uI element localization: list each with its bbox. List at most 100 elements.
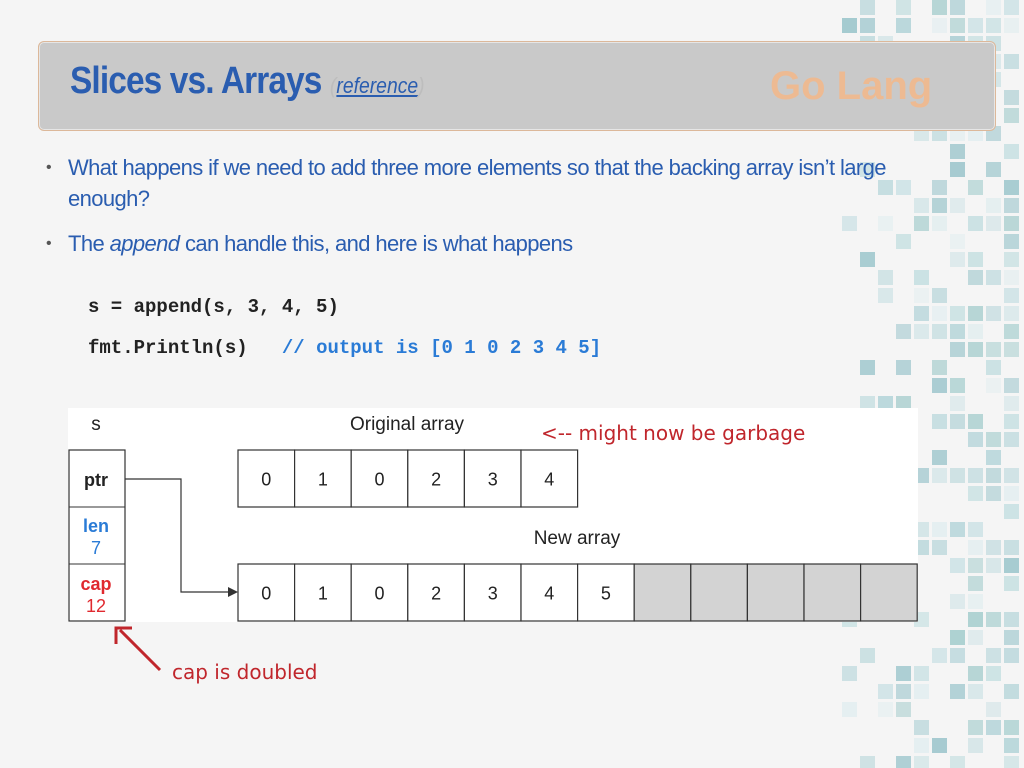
mosaic-tile bbox=[878, 180, 893, 195]
mosaic-tile bbox=[1004, 576, 1019, 591]
mosaic-tile bbox=[932, 288, 947, 303]
title-band bbox=[38, 41, 996, 131]
bullet-prefix: The bbox=[68, 231, 110, 256]
mosaic-tile bbox=[950, 252, 965, 267]
mosaic-tile bbox=[950, 684, 965, 699]
mosaic-tile bbox=[842, 216, 857, 231]
mosaic-tile bbox=[968, 486, 983, 501]
mosaic-tile bbox=[1004, 0, 1019, 15]
new-array-value: 4 bbox=[544, 584, 554, 604]
mosaic-tile bbox=[914, 720, 929, 735]
mosaic-tile bbox=[1004, 396, 1019, 411]
new-array-cell bbox=[577, 563, 635, 622]
original-array-value: 3 bbox=[488, 470, 498, 490]
mosaic-tile bbox=[914, 198, 929, 213]
mosaic-tile bbox=[950, 522, 965, 537]
bullet-item: • The append can handle this, and here i… bbox=[46, 228, 946, 259]
mosaic-tile bbox=[914, 288, 929, 303]
bullet-item: • What happens if we need to add three m… bbox=[46, 152, 946, 214]
mosaic-tile bbox=[1004, 90, 1019, 105]
title-text: Slices vs. Arrays bbox=[70, 60, 322, 102]
mosaic-tile bbox=[968, 468, 983, 483]
original-array-value: 1 bbox=[318, 470, 328, 490]
mosaic-tile bbox=[950, 630, 965, 645]
mosaic-tile bbox=[968, 594, 983, 609]
red-arrow-shaft bbox=[118, 628, 162, 672]
mosaic-tile bbox=[986, 216, 1001, 231]
mosaic-tile bbox=[968, 738, 983, 753]
title-paren-close: ) bbox=[418, 73, 425, 98]
new-array-cell bbox=[746, 563, 805, 622]
mosaic-tile bbox=[896, 360, 911, 375]
mosaic-tile bbox=[986, 0, 1001, 15]
mosaic-tile bbox=[914, 738, 929, 753]
red-arrow-head bbox=[114, 626, 132, 644]
slice-label: s bbox=[91, 414, 101, 435]
mosaic-tile bbox=[914, 324, 929, 339]
mosaic-tile bbox=[932, 522, 947, 537]
mosaic-tile bbox=[914, 666, 929, 681]
new-array-value: 0 bbox=[261, 584, 271, 604]
mosaic-tile bbox=[950, 162, 965, 177]
mosaic-tile bbox=[896, 684, 911, 699]
mosaic-tile bbox=[1004, 378, 1019, 393]
original-array-cell bbox=[294, 449, 352, 508]
mosaic-tile bbox=[1004, 720, 1019, 735]
mosaic-tile bbox=[914, 306, 929, 321]
mosaic-tile bbox=[1004, 756, 1019, 768]
mosaic-tile bbox=[932, 648, 947, 663]
mosaic-tile bbox=[932, 0, 947, 15]
mosaic-tile bbox=[968, 630, 983, 645]
mosaic-tile bbox=[896, 324, 911, 339]
mosaic-tile bbox=[860, 360, 875, 375]
code-comment: // output is [0 1 0 2 3 4 5] bbox=[281, 337, 602, 359]
mosaic-tile bbox=[896, 756, 911, 768]
len-value: 7 bbox=[91, 538, 101, 558]
new-array-value: 1 bbox=[318, 584, 328, 604]
mosaic-tile bbox=[896, 234, 911, 249]
ptr-label: ptr bbox=[84, 470, 108, 490]
mosaic-tile bbox=[1004, 198, 1019, 213]
mosaic-tile bbox=[1004, 540, 1019, 555]
mosaic-tile bbox=[932, 738, 947, 753]
new-array-label: New array bbox=[534, 528, 621, 549]
mosaic-tile bbox=[1004, 558, 1019, 573]
mosaic-tile bbox=[932, 360, 947, 375]
original-array-value: 4 bbox=[544, 470, 554, 490]
mosaic-tile bbox=[1004, 414, 1019, 429]
mosaic-tile bbox=[860, 162, 875, 177]
mosaic-tile bbox=[842, 18, 857, 33]
original-array-value: 0 bbox=[261, 470, 271, 490]
mosaic-tile bbox=[950, 234, 965, 249]
mosaic-tile bbox=[986, 612, 1001, 627]
mosaic-tile bbox=[950, 306, 965, 321]
mosaic-tile bbox=[968, 612, 983, 627]
mosaic-tile bbox=[968, 270, 983, 285]
mosaic-tile bbox=[986, 342, 1001, 357]
mosaic-tile bbox=[1004, 180, 1019, 195]
mosaic-tile bbox=[986, 558, 1001, 573]
title-paren-open: ( bbox=[329, 73, 337, 98]
mosaic-tile bbox=[878, 684, 893, 699]
mosaic-tile bbox=[968, 180, 983, 195]
mosaic-tile bbox=[950, 756, 965, 768]
reference-link[interactable]: reference bbox=[336, 73, 419, 98]
bullet-suffix: can handle this, and here is what happen… bbox=[179, 231, 573, 256]
new-array-cell bbox=[803, 563, 862, 622]
mosaic-tile bbox=[1004, 738, 1019, 753]
mosaic-tile bbox=[986, 720, 1001, 735]
mosaic-tile bbox=[932, 468, 947, 483]
original-array-label: Original array bbox=[350, 414, 465, 435]
mosaic-tile bbox=[950, 18, 965, 33]
mosaic-tile bbox=[986, 702, 1001, 717]
mosaic-tile bbox=[1004, 270, 1019, 285]
new-array-cell bbox=[350, 563, 409, 622]
doubled-note: cap is doubled bbox=[172, 660, 318, 684]
code-line-1: s = append(s, 3, 4, 5) bbox=[88, 296, 339, 318]
mosaic-tile bbox=[1004, 54, 1019, 69]
mosaic-tile bbox=[1004, 342, 1019, 357]
original-array-value: 0 bbox=[374, 470, 384, 490]
mosaic-tile bbox=[950, 144, 965, 159]
mosaic-tile bbox=[968, 324, 983, 339]
